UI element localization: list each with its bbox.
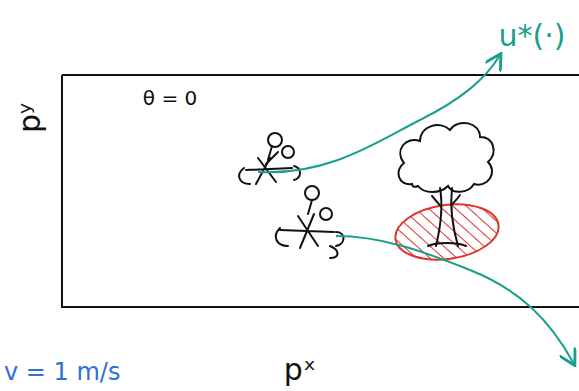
obstacle-region (392, 198, 503, 266)
axis-label: pʸ (15, 103, 45, 133)
control-label: u*(·) (499, 21, 566, 51)
heading-label: θ = 0 (143, 88, 197, 108)
quadrotor (239, 133, 300, 184)
trajectory (336, 236, 574, 364)
speed-label: v = 1 m/s (4, 360, 120, 384)
tree (398, 123, 493, 246)
quadrotor (276, 186, 344, 258)
workspace-boundary (62, 75, 579, 307)
trajectory (258, 55, 500, 172)
axis-label: pˣ (284, 355, 316, 385)
